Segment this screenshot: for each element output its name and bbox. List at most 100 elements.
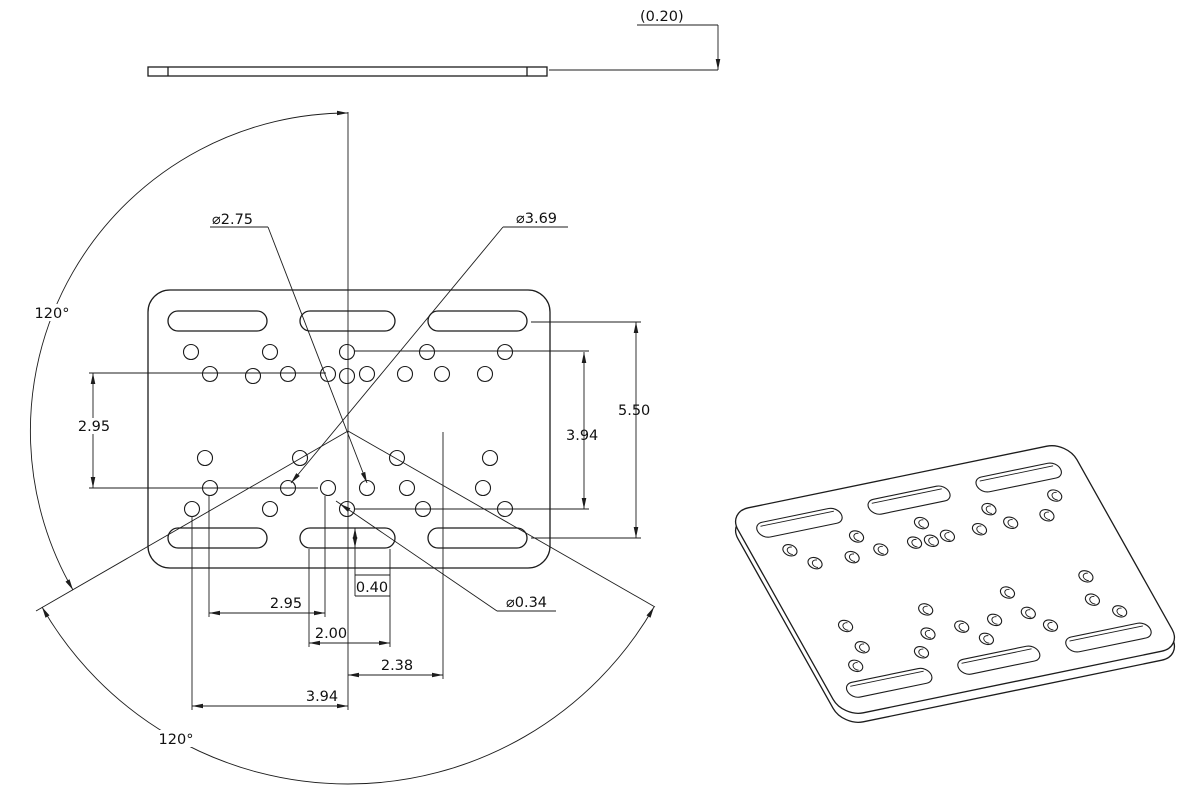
dimension-arrow <box>314 610 325 616</box>
hole <box>977 632 996 646</box>
hole <box>780 543 799 557</box>
hole-depth-edge <box>1088 596 1098 604</box>
dimension-arrow <box>352 528 358 539</box>
slot <box>427 527 528 549</box>
slot <box>973 462 1065 494</box>
hole <box>1110 605 1129 619</box>
dimension-arrow <box>646 607 654 618</box>
hole <box>476 365 494 383</box>
hole <box>1045 489 1064 503</box>
hole <box>846 659 865 673</box>
hole-depth-edge <box>786 547 796 555</box>
dimension-label: ⌀3.69 <box>516 211 557 227</box>
angle-arc <box>41 606 655 785</box>
leader-line <box>267 226 368 484</box>
hole <box>916 603 935 617</box>
hole <box>414 500 432 518</box>
hole <box>279 479 297 497</box>
label-mask <box>34 304 70 321</box>
label-mask <box>77 418 111 434</box>
dimension-label: 3.94 <box>306 689 338 705</box>
hole <box>847 530 866 544</box>
slot <box>865 484 953 515</box>
hole <box>853 640 872 654</box>
dimension-label: 2.95 <box>270 596 302 612</box>
dimension-arrow <box>192 703 203 709</box>
slot-depth-edge <box>760 511 833 526</box>
hole <box>481 449 499 467</box>
dimension-arrow <box>348 672 359 678</box>
hole <box>261 500 279 518</box>
isometric-view <box>728 442 1182 726</box>
hole <box>970 522 989 536</box>
dimension-arrow <box>90 373 96 384</box>
label-mask <box>158 730 194 747</box>
hole <box>496 500 514 518</box>
hole <box>912 645 931 659</box>
hole <box>998 586 1017 600</box>
slot <box>299 310 396 332</box>
hole <box>261 343 279 361</box>
hole <box>474 479 492 497</box>
hole-depth-edge <box>957 623 967 631</box>
hole <box>1083 593 1102 607</box>
slot <box>754 507 846 539</box>
hole-depth-edge <box>985 506 995 514</box>
hole-depth-edge <box>1046 622 1056 630</box>
hole <box>418 343 436 361</box>
hole <box>338 500 356 518</box>
angle-ray <box>347 430 656 608</box>
hole-depth-edge <box>1003 589 1013 597</box>
hole <box>291 449 309 467</box>
dimension-arrow <box>360 471 367 483</box>
hole <box>244 367 262 385</box>
hole <box>905 536 924 550</box>
hole-depth-edge <box>851 662 861 670</box>
hole <box>358 479 376 497</box>
hole <box>358 365 376 383</box>
hole <box>338 367 356 385</box>
hole-depth-edge <box>877 546 887 554</box>
hole <box>806 556 825 570</box>
slot <box>843 667 935 699</box>
dimension-label: ⌀0.34 <box>506 595 547 611</box>
dimension-arrow <box>633 527 639 538</box>
hole <box>1038 508 1057 522</box>
hole-depth-edge <box>1050 492 1060 500</box>
hole <box>952 620 971 634</box>
hole <box>196 449 214 467</box>
dimension-label: 2.00 <box>315 626 347 642</box>
slot <box>299 527 396 549</box>
dimension-arrow <box>340 504 351 512</box>
dimension-arrow <box>352 537 358 548</box>
iso-top-face <box>728 442 1182 717</box>
hole <box>396 365 414 383</box>
hole-depth-edge <box>990 616 1000 624</box>
hole <box>182 343 200 361</box>
hole <box>1076 570 1095 584</box>
hole <box>922 534 941 548</box>
hole <box>843 550 862 564</box>
hole <box>871 543 890 557</box>
front-view: ⌀2.75⌀3.69⌀0.34120°120°5.503.942.952.952… <box>29 110 656 785</box>
hole-depth-edge <box>917 649 927 657</box>
dimension-label: 2.38 <box>381 658 413 674</box>
dimension-arrow <box>90 477 96 488</box>
hole <box>319 479 337 497</box>
hole <box>1001 516 1020 530</box>
hole <box>201 365 219 383</box>
slot <box>167 527 268 549</box>
dimension-arrow <box>337 110 348 116</box>
hole <box>319 365 337 383</box>
hole <box>938 529 957 543</box>
hole <box>183 500 201 518</box>
hole-depth-edge <box>1043 512 1053 520</box>
dimension-label: 0.40 <box>356 580 388 596</box>
dimension-label: 120° <box>159 732 194 748</box>
hole <box>912 516 931 530</box>
hole-depth-edge <box>1024 609 1034 617</box>
dimension-label: 3.94 <box>566 428 598 444</box>
dimension-arrow <box>379 640 390 646</box>
